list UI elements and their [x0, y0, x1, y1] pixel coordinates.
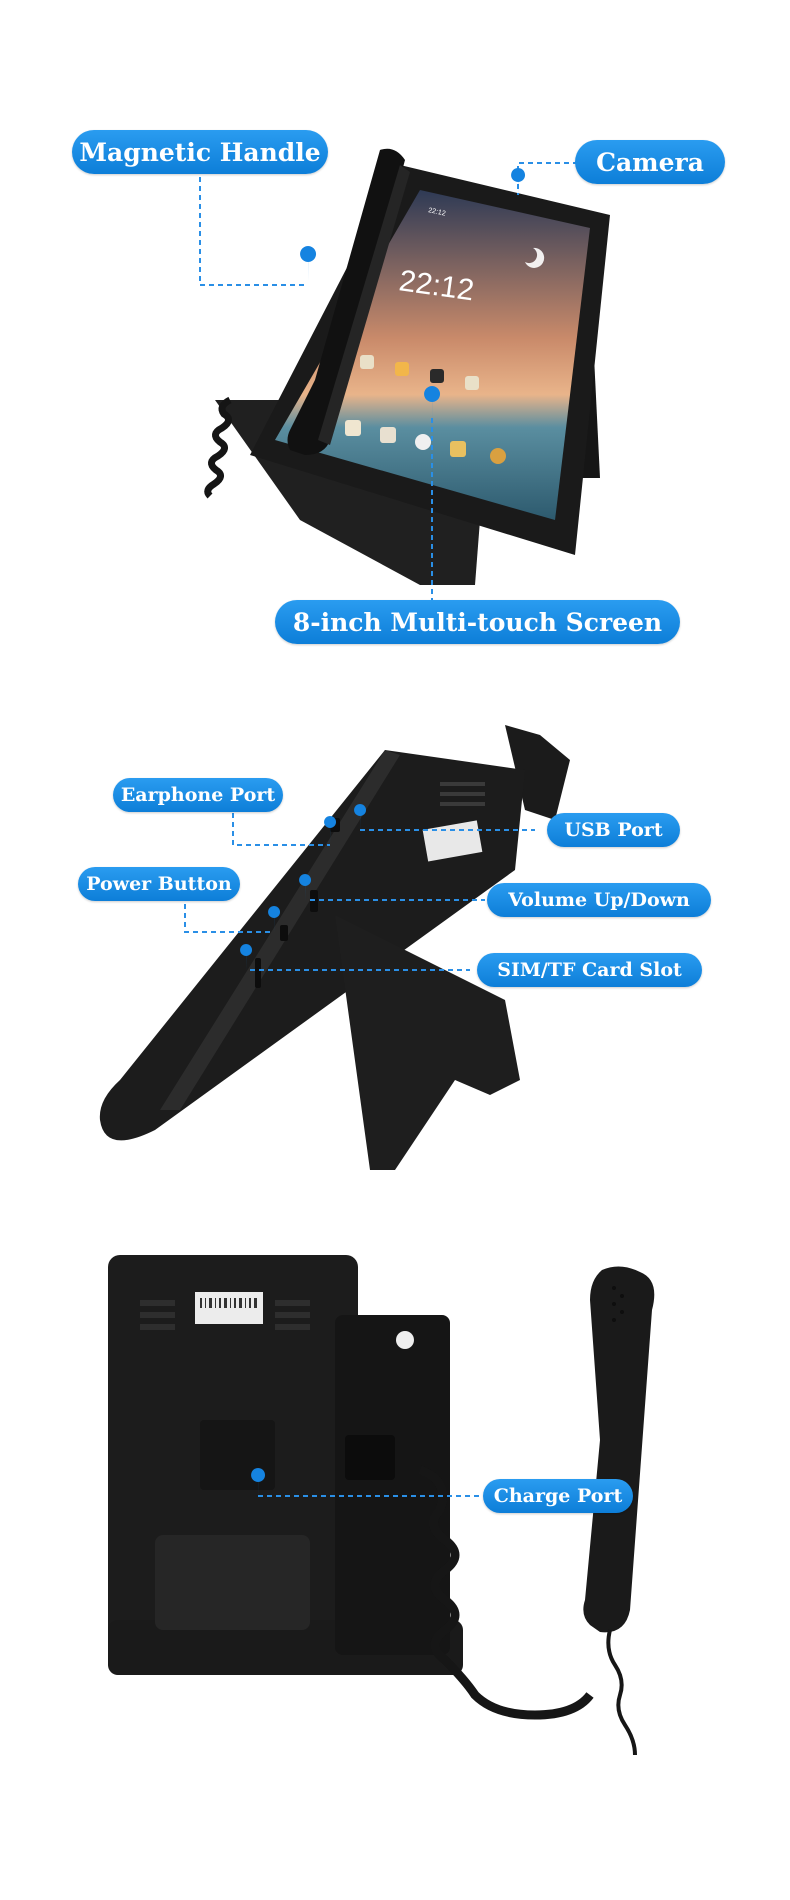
callout-charge-port: Charge Port — [483, 1479, 633, 1513]
app-icons — [345, 355, 506, 464]
app-icon — [430, 369, 444, 383]
section-side-view: Earphone Port USB Port Power Button Volu… — [0, 700, 790, 1220]
location-pin-icon — [251, 1468, 266, 1498]
location-pin-icon — [299, 874, 312, 901]
app-icon — [360, 355, 374, 369]
power-key — [280, 925, 288, 941]
section-front-view: 22:12 22:12 Magnetic Handle Camera 8-in — [0, 0, 790, 644]
section-back-view: Charge Port — [0, 1240, 790, 1880]
callout-sim-slot: SIM/TF Card Slot — [477, 953, 702, 987]
handset-holes — [612, 1286, 624, 1322]
callout-power-button: Power Button — [78, 867, 240, 901]
barcode — [200, 1298, 257, 1308]
screen-display — [275, 190, 590, 520]
leader-line — [517, 162, 578, 195]
dock-icon — [450, 441, 466, 457]
barcode-sticker — [422, 820, 483, 862]
dock-icon — [490, 448, 506, 464]
callout-usb-port: USB Port — [547, 813, 680, 847]
app-icon — [465, 376, 479, 390]
coiled-cord — [418, 1465, 594, 1720]
location-pin-icon — [424, 386, 441, 422]
leader-line — [184, 895, 272, 933]
leader-line — [199, 168, 305, 286]
handset — [583, 1266, 655, 1633]
location-pin-icon — [354, 804, 367, 831]
location-pin-icon — [240, 944, 253, 971]
speaker-grille — [155, 1535, 310, 1630]
leader-line — [232, 795, 330, 846]
location-pin-icon — [268, 906, 281, 933]
handset-edge — [318, 165, 410, 445]
callout-camera: Camera — [575, 140, 725, 184]
barcode-sticker — [195, 1292, 263, 1324]
screen-status-time: 22:12 — [428, 207, 447, 218]
callout-earphone-port: Earphone Port — [113, 778, 283, 812]
side-view-illustration — [99, 725, 570, 1170]
back-view-illustration — [108, 1255, 655, 1756]
callout-screen: 8-inch Multi-touch Screen — [275, 600, 680, 644]
jack-housing — [345, 1435, 395, 1480]
location-pin-icon — [324, 816, 337, 843]
cradle-knob — [396, 1331, 414, 1349]
dock-icon — [345, 420, 361, 436]
callout-magnetic-handle: Magnetic Handle — [72, 130, 328, 174]
handset — [287, 148, 405, 455]
coiled-cord — [204, 396, 232, 499]
stand — [335, 915, 520, 1170]
dock-icon — [380, 427, 396, 443]
callout-volume: Volume Up/Down — [487, 883, 711, 917]
location-pin-icon — [300, 246, 317, 282]
moon-icon — [525, 247, 545, 268]
location-pin-icon — [511, 168, 526, 200]
handset-cord — [606, 1629, 637, 1756]
handset — [505, 725, 570, 820]
card-slot — [255, 958, 261, 988]
vents — [140, 1300, 310, 1330]
handset-cradle — [335, 1315, 450, 1655]
vents — [440, 782, 485, 806]
app-icon — [395, 362, 409, 376]
front-view-illustration: 22:12 22:12 — [199, 148, 610, 610]
dock-icon — [415, 434, 431, 450]
stand-mount — [200, 1420, 275, 1490]
